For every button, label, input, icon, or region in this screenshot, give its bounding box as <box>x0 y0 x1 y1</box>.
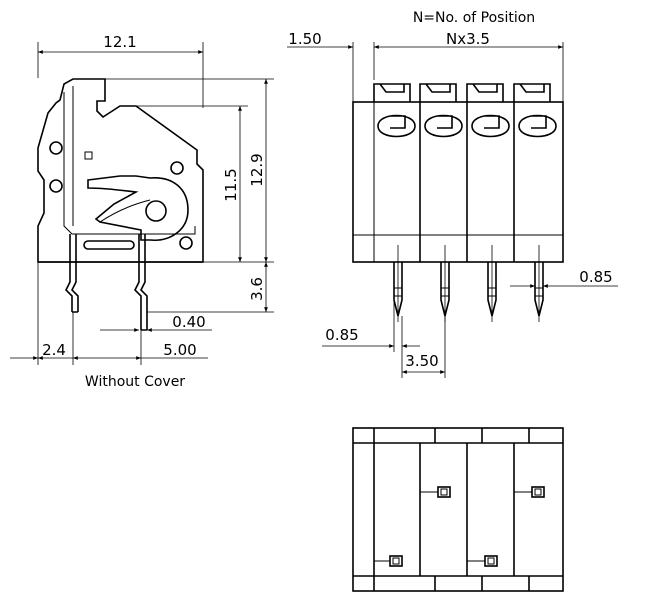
bottom-view <box>352 427 564 592</box>
front-cell <box>466 83 515 262</box>
dim-pin-pitch-label: 3.50 <box>405 352 438 370</box>
bottom-pin-pad <box>467 555 498 567</box>
side-hole-right <box>170 161 184 175</box>
dim-width-label: 12.1 <box>103 33 136 51</box>
positions-note: N=No. of Position <box>413 10 535 26</box>
dim-pitch-formula-label: Nx3.5 <box>446 30 490 48</box>
dim-pin-spacing-label: 5.00 <box>163 341 196 359</box>
front-cell <box>373 83 421 262</box>
side-view-caption: Without Cover <box>85 374 185 390</box>
side-hole-bottom <box>179 236 193 250</box>
bottom-pin-pad <box>374 555 403 567</box>
side-spring-lever <box>87 175 189 241</box>
side-pin-right <box>134 234 148 331</box>
front-cell-top <box>373 83 411 102</box>
side-hole-lower <box>49 179 63 193</box>
dim-pin-thickness-label: 0.40 <box>172 313 205 331</box>
front-cell-hole <box>471 114 510 138</box>
front-cell <box>419 83 468 262</box>
front-body-outline <box>352 101 564 263</box>
dim-pin-length-label: 3.6 <box>248 277 266 301</box>
front-cell <box>513 83 557 138</box>
front-pin <box>534 245 544 322</box>
front-cell-hole <box>518 114 557 138</box>
front-pin <box>393 245 403 322</box>
front-cell-top <box>466 83 504 102</box>
dim-pin-width-label: 0.85 <box>579 268 612 286</box>
side-spring-inner <box>99 199 151 223</box>
bottom-pin-pad <box>420 486 451 498</box>
side-housing-outline <box>37 78 204 263</box>
dim-pin-width-label-2: 0.85 <box>325 326 358 344</box>
front-cell-top <box>419 83 457 102</box>
side-spring-pivot <box>145 200 167 222</box>
front-cell-hole <box>377 114 416 138</box>
bottom-pin-pad <box>514 486 545 498</box>
side-pin-left <box>65 234 79 313</box>
side-view: 12.1 11.5 12.9 3.6 0.40 2.4 5.00 Without… <box>10 33 274 390</box>
front-cell-hole <box>424 114 463 138</box>
front-view: N=No. of Position 1.50 Nx3.5 <box>287 10 618 378</box>
side-small-square <box>84 151 93 160</box>
side-inner-outline <box>63 92 196 235</box>
front-pin <box>487 245 497 322</box>
front-pin <box>440 245 450 322</box>
dim-total-height-label: 12.9 <box>248 153 266 186</box>
side-hole-upper <box>49 141 63 155</box>
dim-edge-offset-label: 1.50 <box>288 30 321 48</box>
side-slot <box>83 240 135 250</box>
bottom-body-outline <box>352 427 564 592</box>
dim-body-height-label: 11.5 <box>222 168 240 201</box>
dim-pin-offset-label: 2.4 <box>42 341 66 359</box>
front-cell-top <box>513 83 551 102</box>
